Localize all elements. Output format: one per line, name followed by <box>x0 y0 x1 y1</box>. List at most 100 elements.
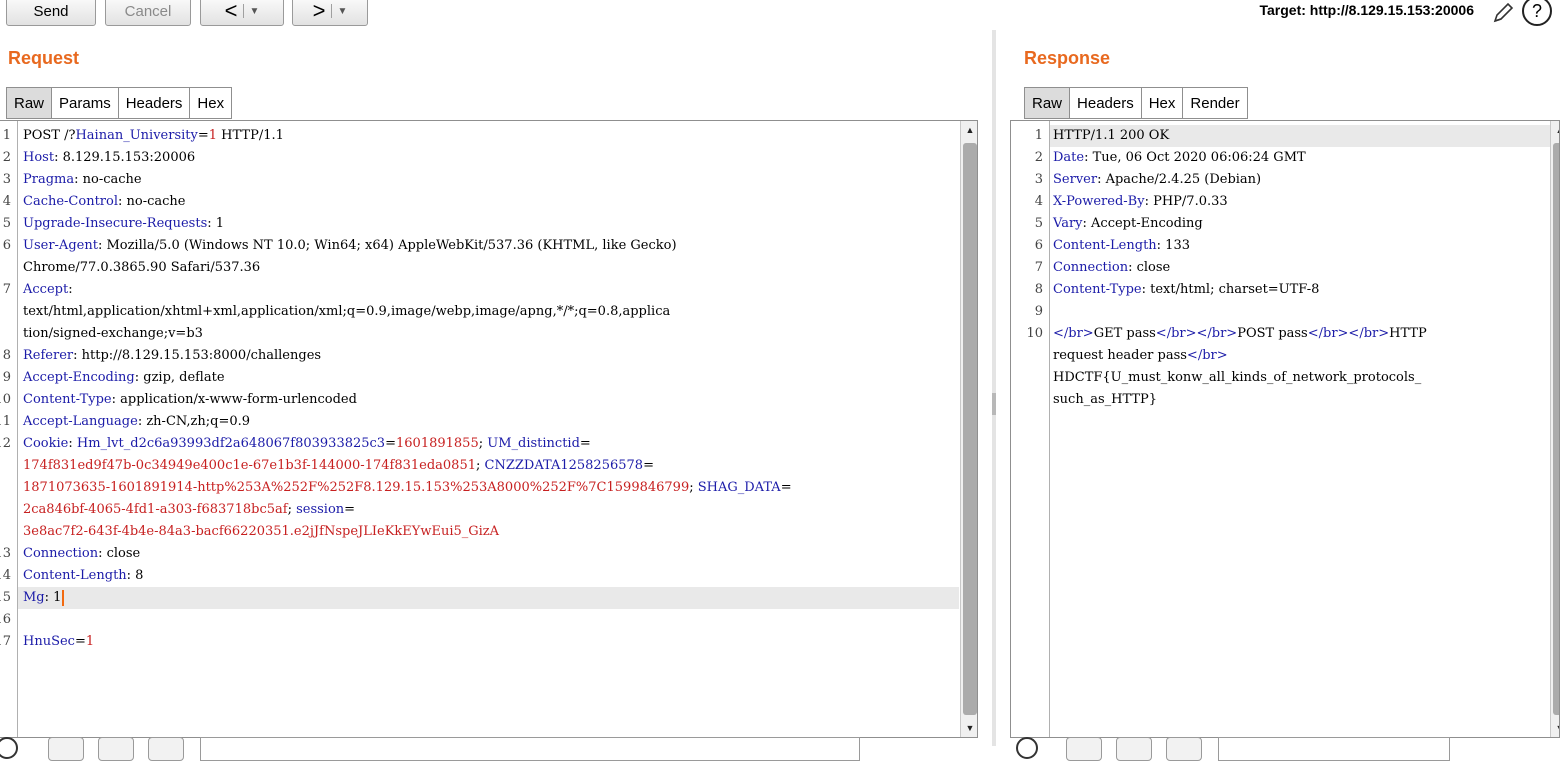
scroll-down-icon[interactable]: ▼ <box>1551 719 1559 737</box>
code-token: HnuSec <box>23 634 75 649</box>
code-token: HTTP/1.1 200 OK <box>1053 128 1170 143</box>
line-number: 8 <box>2 348 11 363</box>
code-line: Content-Type: application/x-www-form-url… <box>23 389 357 411</box>
code-token: : 133 <box>1156 238 1190 253</box>
code-line: Date: Tue, 06 Oct 2020 06:06:24 GMT <box>1053 147 1306 169</box>
code-token: Host <box>23 150 55 165</box>
code-line: Cookie: Hm_lvt_d2c6a93993df2a648067f8039… <box>23 433 591 455</box>
cancel-button[interactable]: Cancel <box>105 0 191 26</box>
separator <box>243 4 245 18</box>
scroll-down-icon[interactable]: ▼ <box>965 723 975 733</box>
search-input[interactable] <box>1218 737 1450 761</box>
code-token: : http://8.129.15.153:8000/challenges <box>73 348 322 363</box>
tab-headers[interactable]: Headers <box>118 87 191 119</box>
code-token: = <box>385 436 396 451</box>
request-scrollbar[interactable]: ▲ ▼ <box>960 121 977 737</box>
code-token: ; <box>478 436 488 451</box>
send-button[interactable]: Send <box>6 0 96 26</box>
code-line: POST /?Hainan_University=1 HTTP/1.1 <box>23 125 284 147</box>
line-number: 10 <box>1026 326 1043 341</box>
line-number: 2 <box>1034 150 1043 165</box>
request-tabs: Raw Params Headers Hex <box>6 87 233 119</box>
line-number: 3 <box>1034 172 1043 187</box>
code-token: : no-cache <box>118 194 186 209</box>
code-token: Content-Length <box>23 568 127 583</box>
code-token: Vary <box>1053 216 1083 231</box>
tab-raw[interactable]: Raw <box>6 87 53 119</box>
code-token: Chrome/77.0.3865.90 Safari/537.36 <box>23 260 261 275</box>
tab-hex[interactable]: Hex <box>1141 87 1184 119</box>
help-icon[interactable]: ? <box>1522 0 1552 26</box>
code-token: Connection <box>23 546 99 561</box>
scroll-thumb[interactable] <box>1553 143 1559 715</box>
request-editor[interactable]: ▲ ▼ 1 POST /?Hainan_University=1 HTTP/1.1… <box>0 120 978 738</box>
splitter-grip[interactable] <box>992 393 996 415</box>
code-line: HTTP/1.1 200 OK <box>1053 125 1169 147</box>
code-line: Content-Length: 8 <box>23 565 143 587</box>
line-number: 16 <box>0 612 11 627</box>
line-number: 9 <box>1034 304 1043 319</box>
search-next-button[interactable] <box>1116 737 1152 761</box>
code-token: : PHP/7.0.33 <box>1144 194 1228 209</box>
code-token: SHAG_DATA <box>697 480 781 495</box>
scroll-up-icon[interactable]: ▲ <box>1551 121 1559 139</box>
tab-raw[interactable]: Raw <box>1024 87 1071 119</box>
forward-button[interactable]: > ▼ <box>292 0 368 26</box>
search-next-button[interactable] <box>98 737 134 761</box>
code-token: text/html,application/xhtml+xml,applicat… <box>23 304 671 319</box>
line-number-gutter <box>0 121 18 737</box>
code-line: Cache-Control: no-cache <box>23 191 186 213</box>
code-token: : <box>68 282 73 297</box>
current-line-highlight <box>18 587 959 609</box>
code-token: ; <box>476 458 485 473</box>
line-number: 2 <box>2 150 11 165</box>
code-line: Connection: close <box>23 543 140 565</box>
scroll-up-icon[interactable]: ▲ <box>965 125 975 135</box>
code-token: : application/x-www-form-urlencoded <box>111 392 357 407</box>
code-token: : Apache/2.4.25 (Debian) <box>1097 172 1262 187</box>
tab-params[interactable]: Params <box>52 87 119 119</box>
line-number <box>0 323 11 345</box>
search-prev-button[interactable] <box>1066 737 1102 761</box>
code-line: Accept-Language: zh-CN,zh;q=0.9 <box>23 411 250 433</box>
code-token: : Mozilla/5.0 (Windows NT 10.0; Win64; x… <box>97 238 677 253</box>
search-options-button[interactable] <box>148 737 184 761</box>
code-line: 3e8ac7f2-643f-4b4e-84a3-bacf66220351.e2j… <box>23 521 499 543</box>
code-token: HDCTF{U_must_konw_all_kinds_of_network_p… <box>1053 370 1422 385</box>
request-search-bar <box>0 737 990 767</box>
pane-splitter[interactable] <box>992 30 996 746</box>
help-icon[interactable] <box>1016 737 1038 759</box>
search-prev-button[interactable] <box>48 737 84 761</box>
code-token: such_as_HTTP} <box>1053 392 1158 407</box>
tab-render[interactable]: Render <box>1183 87 1248 119</box>
pencil-icon[interactable] <box>1490 0 1516 26</box>
tab-hex[interactable]: Hex <box>190 87 233 119</box>
code-token: UM_distinctid <box>487 436 580 451</box>
code-token: 1 <box>85 634 95 649</box>
code-token: Hm_lvt_d2c6a93993df2a648067f803933825c3 <box>76 436 386 451</box>
code-token: </br></br> <box>1307 326 1390 341</box>
back-button[interactable]: < ▼ <box>200 0 284 26</box>
code-line: Accept-Encoding: gzip, deflate <box>23 367 225 389</box>
code-line: Upgrade-Insecure-Requests: 1 <box>23 213 224 235</box>
line-number: 17 <box>0 634 11 649</box>
search-input[interactable] <box>200 737 860 761</box>
help-icon[interactable] <box>0 737 18 759</box>
line-number: 4 <box>2 194 11 209</box>
code-token: ; <box>287 502 297 517</box>
code-line: Pragma: no-cache <box>23 169 142 191</box>
search-options-button[interactable] <box>1166 737 1202 761</box>
chevron-down-icon: ▼ <box>249 5 260 17</box>
code-token: = <box>344 502 356 517</box>
code-line: tion/signed-exchange;v=b3 <box>23 323 203 345</box>
back-arrow-icon: < <box>224 0 238 23</box>
code-token: CNZZDATA1258256578 <box>484 458 644 473</box>
code-token: </br> <box>1053 326 1094 341</box>
line-number: 7 <box>2 282 11 297</box>
tab-headers[interactable]: Headers <box>1070 87 1142 119</box>
code-line: request header pass</br> <box>1053 345 1228 367</box>
scroll-thumb[interactable] <box>963 143 977 715</box>
response-scrollbar[interactable]: ▲ ▼ <box>1550 121 1559 737</box>
code-token: Date <box>1053 150 1085 165</box>
